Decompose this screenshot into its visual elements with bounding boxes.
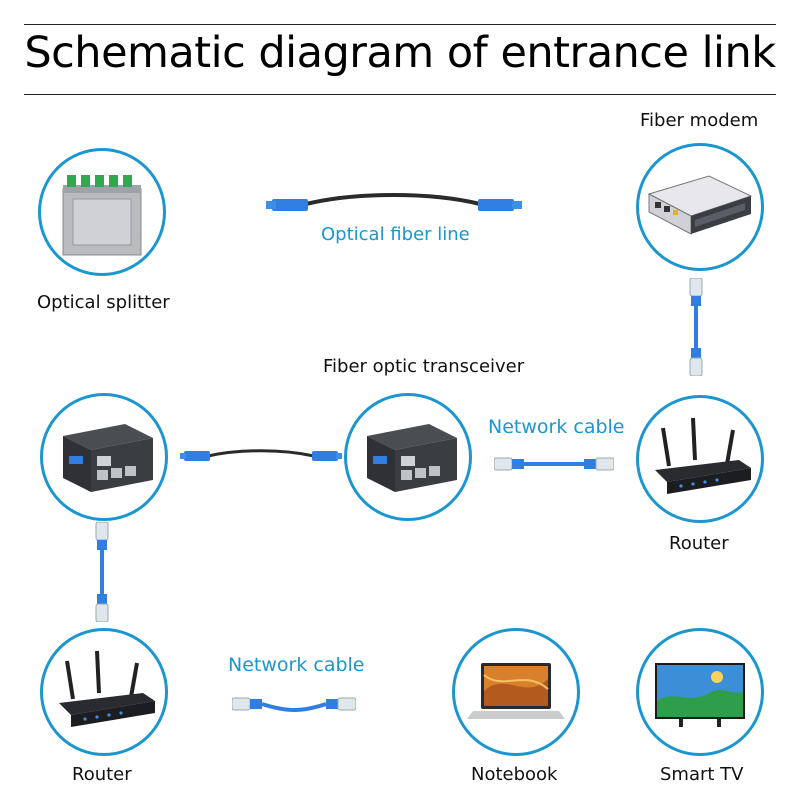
optical-splitter-circle bbox=[38, 148, 166, 276]
notebook-circle bbox=[452, 628, 580, 756]
optical-fiber-line-cable bbox=[266, 186, 522, 224]
router-right-icon bbox=[655, 417, 751, 494]
fiber-modem-label: Fiber modem bbox=[640, 110, 759, 131]
transceiver-left-circle bbox=[40, 393, 168, 521]
router-left-circle bbox=[40, 628, 168, 756]
transceiver-right-icon bbox=[367, 424, 457, 492]
fiber-modem-circle bbox=[636, 143, 764, 271]
optical-fiber-line-label: Optical fiber line bbox=[321, 224, 470, 245]
router-right-label: Router bbox=[669, 533, 729, 554]
network-cable-1-label: Network cable bbox=[488, 416, 625, 438]
notebook-icon bbox=[467, 663, 565, 719]
fiber-cable-transceivers bbox=[180, 444, 342, 468]
router-right-circle bbox=[636, 395, 764, 523]
notebook-label: Notebook bbox=[471, 764, 558, 785]
network-cable-1 bbox=[494, 452, 614, 476]
fiber-modem-icon bbox=[647, 175, 753, 235]
network-cable-2-label: Network cable bbox=[228, 654, 365, 676]
transceiver-right-circle bbox=[344, 393, 472, 521]
router-left-label: Router bbox=[72, 764, 132, 785]
network-cable-2 bbox=[232, 692, 356, 716]
smart-tv-label: Smart TV bbox=[660, 764, 744, 785]
network-cable-modem-router bbox=[684, 278, 708, 376]
fiber-optic-transceiver-label: Fiber optic transceiver bbox=[323, 356, 525, 377]
optical-splitter-label: Optical splitter bbox=[37, 292, 170, 313]
transceiver-left-icon bbox=[63, 424, 153, 492]
network-cable-transceiver-router bbox=[90, 522, 114, 622]
smart-tv-icon bbox=[655, 663, 745, 727]
title-top-rule bbox=[24, 24, 776, 25]
router-left-icon bbox=[59, 650, 155, 727]
page-title: Schematic diagram of entrance link bbox=[24, 28, 776, 78]
title-bottom-rule bbox=[24, 94, 776, 95]
optical-splitter-icon bbox=[62, 175, 142, 256]
smart-tv-circle bbox=[636, 628, 764, 756]
